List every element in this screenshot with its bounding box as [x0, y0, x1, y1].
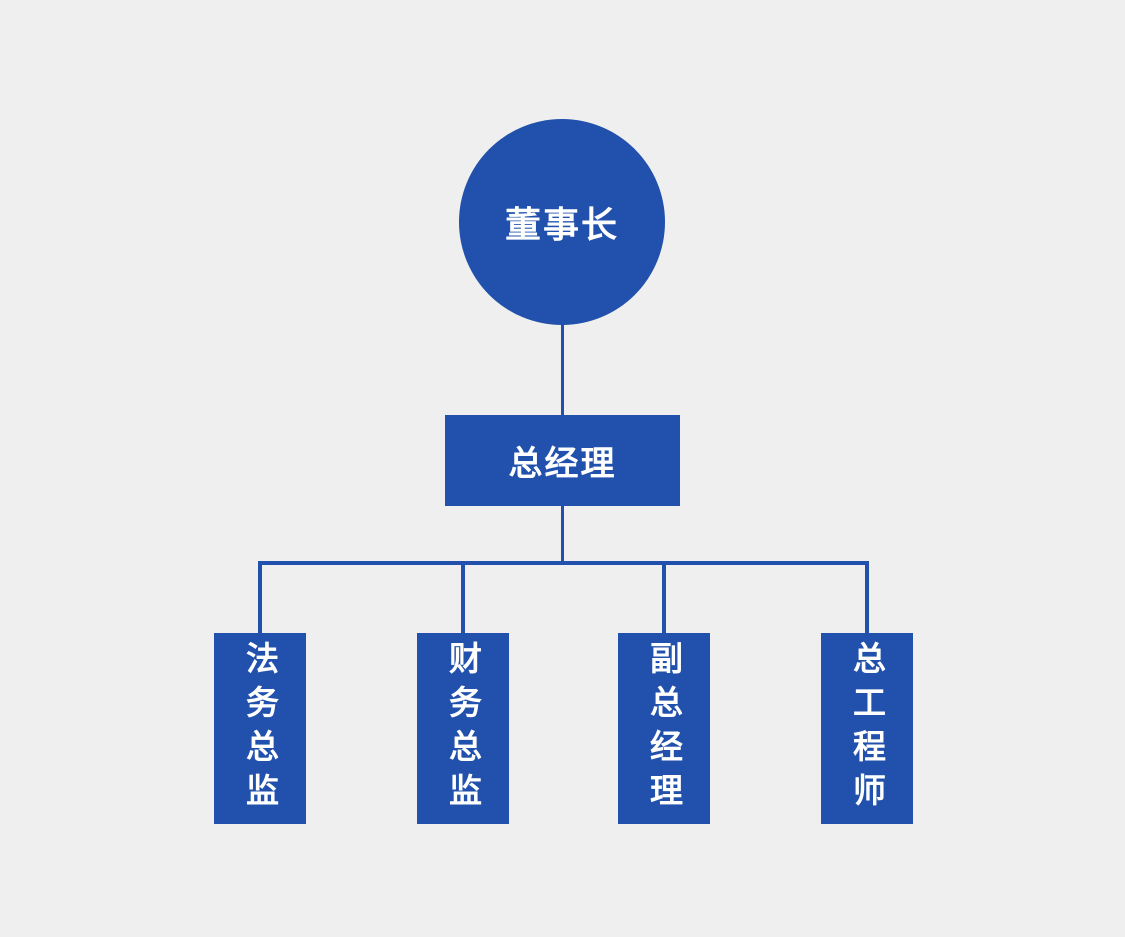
node-chairman: 董事长	[459, 119, 665, 325]
connector-gm-to-bus	[561, 505, 564, 565]
node-deputy-general-manager-label: 副总经理	[645, 640, 683, 817]
node-chief-engineer: 总工程师	[821, 633, 913, 824]
node-legal-director: 法务总监	[214, 633, 306, 824]
node-general-manager-label: 总经理	[508, 445, 617, 483]
connector-horizontal-bus	[258, 561, 869, 565]
node-finance-director-label: 财务总监	[444, 640, 482, 817]
node-finance-director: 财务总监	[417, 633, 509, 824]
node-chief-engineer-label: 总工程师	[848, 640, 886, 817]
connector-chairman-to-gm	[561, 322, 564, 417]
node-legal-director-label: 法务总监	[241, 640, 279, 817]
connector-drop-chief-engineer	[865, 561, 869, 635]
node-chairman-label: 董事长	[504, 204, 619, 245]
connector-drop-legal-director	[258, 561, 262, 635]
connector-drop-deputy-gm	[662, 561, 666, 635]
node-deputy-general-manager: 副总经理	[618, 633, 710, 824]
connector-drop-finance-director	[461, 561, 465, 635]
node-general-manager: 总经理	[445, 415, 680, 506]
